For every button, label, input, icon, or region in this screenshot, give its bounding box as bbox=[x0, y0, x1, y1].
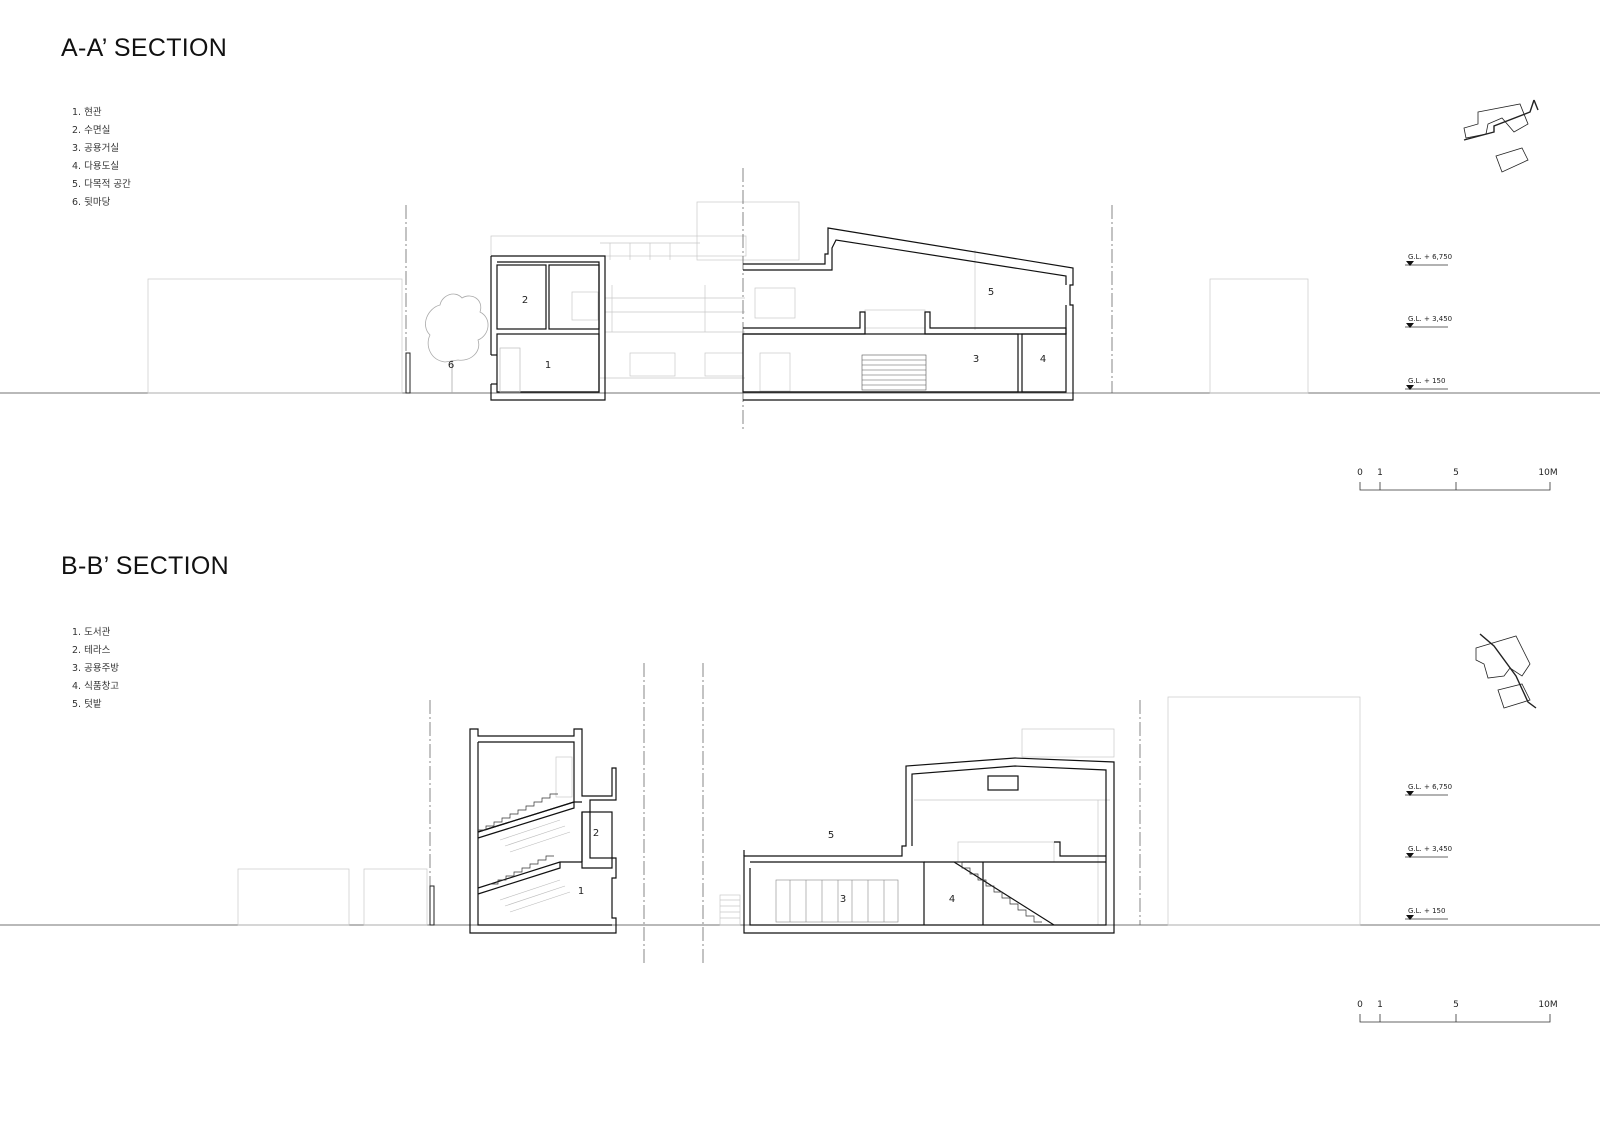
section-b-drawing: 2 1 5 3 4 G.L. + 6,750 G.L. + 3,450 G.L.… bbox=[0, 633, 1600, 1023]
scale-bar: 0 1 5 10M bbox=[1357, 1000, 1558, 1023]
door bbox=[499, 347, 521, 393]
room-number: 5 bbox=[988, 287, 994, 298]
left-building bbox=[490, 255, 606, 401]
level-triangle-icon bbox=[1406, 915, 1414, 920]
scale-label: 1 bbox=[1377, 468, 1383, 478]
kitchen-windows bbox=[775, 879, 899, 923]
legend-item: 2. 수면실 bbox=[72, 125, 111, 136]
room-number: 3 bbox=[840, 894, 846, 905]
legend-item: 2. 테라스 bbox=[72, 645, 111, 656]
scale-label: 0 bbox=[1357, 1000, 1363, 1010]
level-label: G.L. + 150 bbox=[1408, 377, 1445, 385]
scale-label: 1 bbox=[1377, 1000, 1383, 1010]
section-axis-lines bbox=[429, 663, 1141, 963]
background-elevation bbox=[147, 201, 1309, 394]
room-number: 2 bbox=[593, 828, 599, 839]
tree bbox=[425, 293, 489, 363]
level-triangle-icon bbox=[1406, 791, 1414, 796]
site-wall bbox=[405, 352, 411, 394]
level-markers: G.L. + 6,750 G.L. + 3,450 G.L. + 150 bbox=[1405, 783, 1452, 920]
legend-item: 1. 현관 bbox=[72, 107, 102, 118]
legend-item: 6. 뒷마당 bbox=[72, 197, 111, 208]
scale-label: 10M bbox=[1538, 1000, 1557, 1010]
level-label: G.L. + 3,450 bbox=[1408, 315, 1452, 323]
room-number: 3 bbox=[973, 354, 979, 365]
stairs bbox=[478, 793, 558, 885]
room-number: 1 bbox=[545, 360, 551, 371]
room-number: 5 bbox=[828, 830, 834, 841]
section-a-drawing: 2 1 6 5 3 4 G.L. + 6,750 G.L. + 3,450 G.… bbox=[0, 99, 1600, 491]
key-plan-icon bbox=[1475, 633, 1537, 709]
right-building bbox=[743, 757, 1115, 934]
scale-bar: 0 1 5 10M bbox=[1357, 468, 1558, 491]
grille bbox=[861, 354, 927, 391]
legend-item: 4. 다용도실 bbox=[72, 161, 120, 172]
legend-item: 5. 다목적 공간 bbox=[72, 179, 131, 190]
room-number: 6 bbox=[448, 360, 454, 371]
legend-item: 3. 공용주방 bbox=[72, 663, 120, 674]
legend-item: 3. 공용거실 bbox=[72, 143, 120, 154]
left-building bbox=[469, 728, 617, 934]
level-triangle-icon bbox=[1406, 323, 1414, 328]
stairs bbox=[954, 861, 1042, 923]
room-number: 2 bbox=[522, 295, 528, 306]
level-markers: G.L. + 6,750 G.L. + 3,450 G.L. + 150 bbox=[1405, 253, 1452, 390]
section-b-legend: 1. 도서관 2. 테라스 3. 공용주방 4. 식품창고 5. 텃밭 bbox=[72, 624, 119, 714]
right-building bbox=[742, 227, 1074, 401]
section-b-title: B-B’ SECTION bbox=[61, 552, 229, 580]
level-label: G.L. + 150 bbox=[1408, 907, 1445, 915]
room-number: 1 bbox=[578, 886, 584, 897]
stair-shadow bbox=[499, 819, 571, 913]
section-a-title: A-A’ SECTION bbox=[61, 34, 228, 62]
level-label: G.L. + 6,750 bbox=[1408, 783, 1452, 791]
room-number: 4 bbox=[949, 894, 955, 905]
level-triangle-icon bbox=[1406, 385, 1414, 390]
level-label: G.L. + 3,450 bbox=[1408, 845, 1452, 853]
level-triangle-icon bbox=[1406, 261, 1414, 266]
scale-label: 5 bbox=[1453, 468, 1459, 478]
scale-label: 10M bbox=[1538, 468, 1557, 478]
key-plan-icon bbox=[1463, 99, 1539, 173]
scale-label: 5 bbox=[1453, 1000, 1459, 1010]
room-number: 4 bbox=[1040, 354, 1046, 365]
legend-item: 5. 텃밭 bbox=[72, 699, 102, 710]
background-elevation bbox=[237, 696, 1361, 926]
legend-item: 4. 식품창고 bbox=[72, 681, 120, 692]
scale-label: 0 bbox=[1357, 468, 1363, 478]
level-label: G.L. + 6,750 bbox=[1408, 253, 1452, 261]
section-a-legend: 1. 현관 2. 수면실 3. 공용거실 4. 다용도실 5. 다목적 공간 6… bbox=[72, 104, 131, 212]
site-wall bbox=[429, 885, 435, 926]
legend-item: 1. 도서관 bbox=[72, 627, 111, 638]
level-triangle-icon bbox=[1406, 853, 1414, 858]
